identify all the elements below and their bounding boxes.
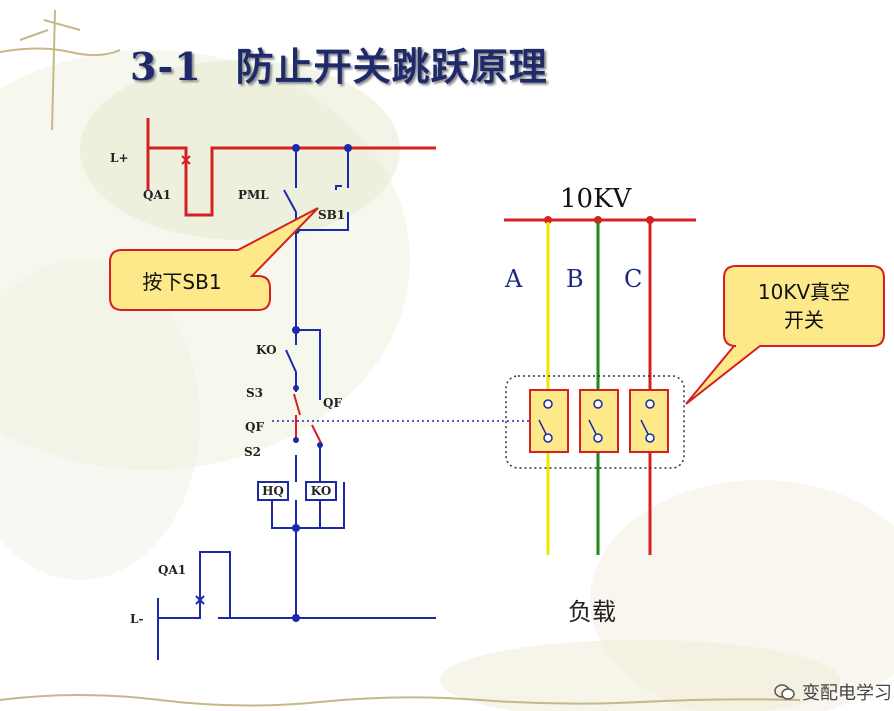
- qa1-top-cross: [181, 155, 191, 165]
- callout-press-sb1: [109, 207, 319, 311]
- phase-b-label: B: [566, 265, 584, 293]
- callout-press-sb1-text: 按下SB1: [142, 270, 222, 294]
- title-number: 3-1: [130, 44, 202, 89]
- watermark-text: 变配电学习: [802, 683, 892, 704]
- switch-cell-c: [629, 389, 669, 453]
- phase-a-label: A: [505, 265, 523, 293]
- auxiliary-contacts: [293, 393, 323, 446]
- label-ko-coil: KO: [310, 484, 332, 498]
- switch-cell-a: [529, 389, 569, 453]
- callout-vacuum-line1: 10KV真空: [757, 280, 851, 304]
- label-sb1: SB1: [318, 208, 346, 222]
- label-s2: S2: [244, 445, 262, 459]
- label-qa1-top: QA1: [143, 188, 172, 202]
- label-hq-coil: HQ: [262, 484, 284, 498]
- qa1-bottom-cross: [195, 595, 205, 605]
- title-text: 防止开关跳跃原理: [235, 44, 548, 89]
- label-qf-right: QF: [323, 396, 342, 410]
- label-qa1-bottom: QA1: [158, 563, 187, 577]
- watermark: 变配电学习: [774, 679, 892, 705]
- callout-vacuum-switch: [685, 265, 885, 405]
- switch-cell-b: [579, 389, 619, 453]
- ko-coil: [305, 481, 337, 501]
- bus-junction-b: [594, 216, 602, 224]
- slide-title: 3-1 防止开关跳跃原理: [130, 36, 548, 91]
- bus-voltage-label: 10KV: [560, 184, 632, 214]
- vine-decoration: [0, 9, 801, 707]
- label-pml: PML: [238, 188, 269, 202]
- callout-vacuum-line2: 开关: [784, 308, 824, 332]
- hq-coil: [257, 481, 289, 501]
- label-s3: S3: [246, 386, 264, 400]
- bus-junction-c: [646, 216, 654, 224]
- callout-vacuum-switch-text: 10KV真空 开关: [726, 278, 882, 334]
- load-label: 负载: [568, 598, 616, 626]
- phase-c-label: C: [624, 265, 643, 293]
- background-decoration: [0, 9, 894, 711]
- label-qf-left: QF: [245, 420, 264, 434]
- wechat-icon: [774, 684, 795, 700]
- control-wiring: [157, 148, 436, 660]
- label-l-minus: L-: [130, 612, 144, 626]
- positive-supply-wiring: [146, 118, 436, 217]
- vacuum-switch-enclosure: [505, 375, 685, 469]
- label-l-plus: L+: [110, 151, 129, 165]
- label-ko-contact: KO: [256, 343, 277, 357]
- bus-junction-a: [544, 216, 552, 224]
